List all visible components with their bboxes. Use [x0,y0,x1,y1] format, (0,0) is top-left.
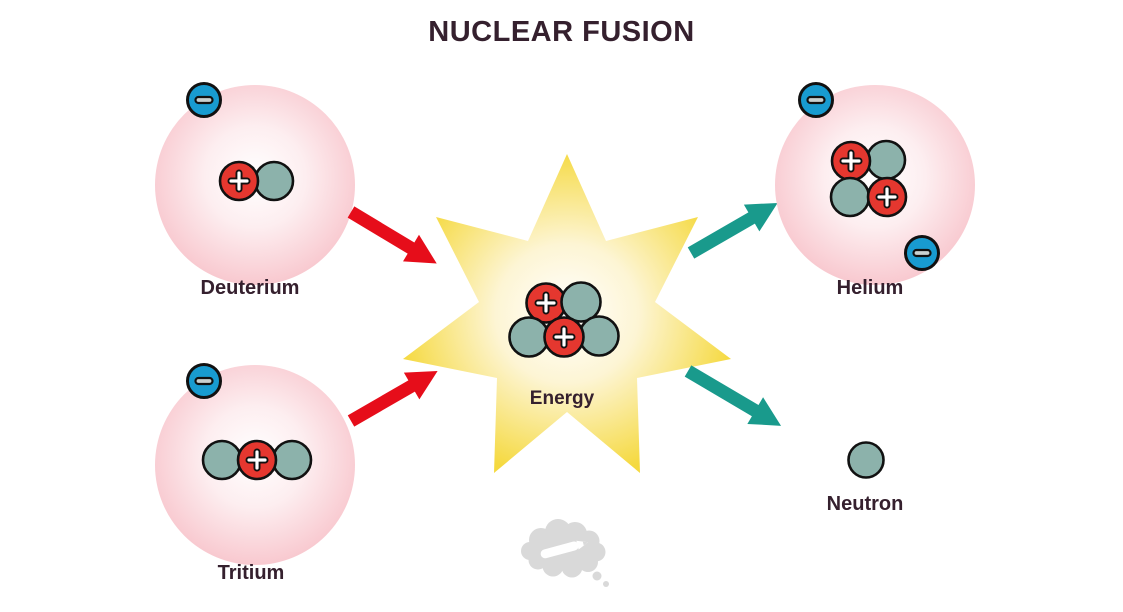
deuterium-electron [186,82,222,118]
neutron-particle [578,315,620,357]
energy-label: Energy [529,388,595,409]
neutron-label: Neutron [826,493,904,515]
tritium-electron [186,363,222,399]
neutron-particle [253,160,295,202]
page-title: NUCLEAR FUSION [428,16,695,48]
tritium-label: Tritium [217,562,285,584]
deuterium-label: Deuterium [200,277,300,299]
helium-atom [775,82,975,285]
deuterium-to-energy-arrow [347,206,437,264]
fusion-core-nucleons [508,281,620,358]
energy-star [403,154,731,473]
proton-plus-icon [841,151,861,171]
watermark-logo [521,519,609,587]
electron-minus-icon [194,376,214,386]
neutron-particle [865,139,907,181]
helium-label: Helium [836,277,904,299]
neutron-particle [508,316,550,358]
deuterium-atom [155,82,355,285]
proton-plus-icon [229,171,249,191]
pencil-icon [540,540,589,559]
proton-plus-icon [536,293,556,313]
helium-electron-bottom [904,235,940,271]
electron-minus-icon [194,95,214,105]
electron-minus-icon [912,248,932,258]
neutron-particle [271,439,313,481]
tritium-atom [155,363,355,565]
electron-minus-icon [806,95,826,105]
free-neutron [847,441,885,479]
energy-to-helium-arrow [687,203,778,259]
neutron-particle [201,439,243,481]
proton-plus-icon [554,327,574,347]
helium-electron-top [798,82,834,118]
proton-plus-icon [247,450,267,470]
tritium-nucleus [201,439,313,481]
deuterium-nucleus [218,160,295,202]
helium-nucleus [829,139,908,218]
energy-to-neutron-arrow [684,365,782,426]
neutron-particle [829,176,871,218]
tritium-to-energy-arrow [347,371,438,427]
neutron-particle [560,281,602,323]
neutron-particle [847,441,885,479]
proton-plus-icon [877,187,897,207]
